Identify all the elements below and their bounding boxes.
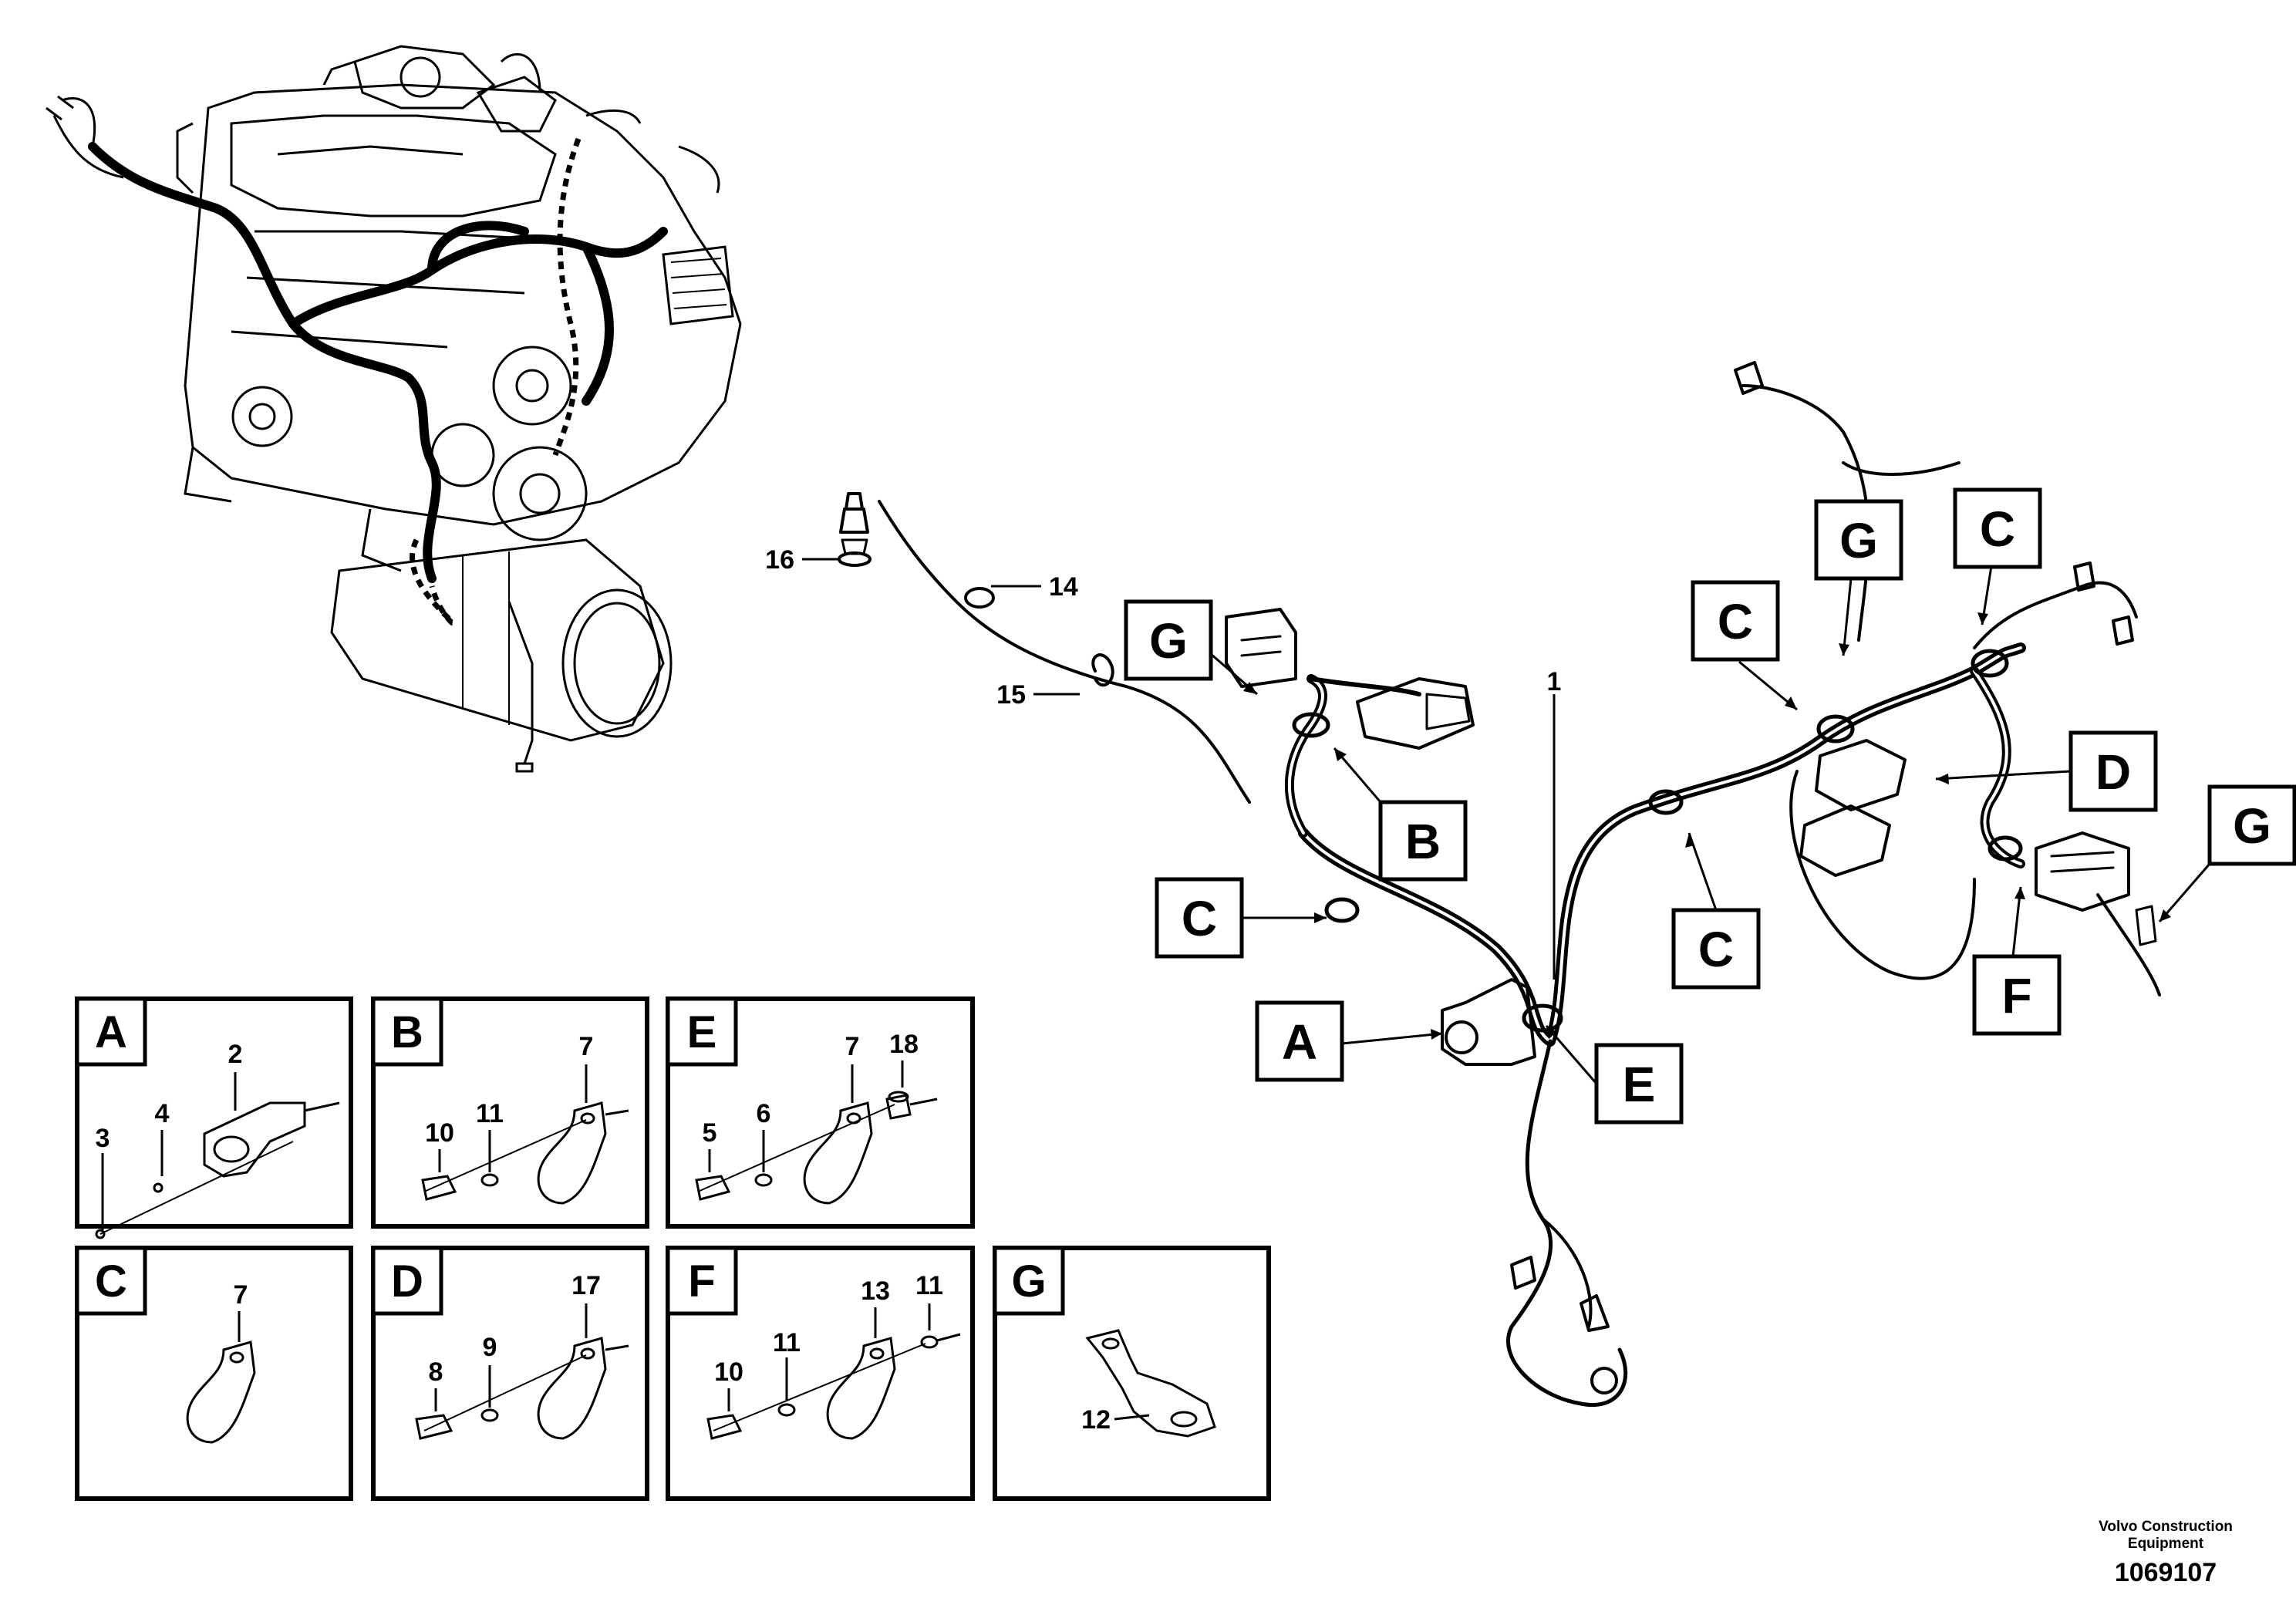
engine-illustration: [176, 45, 742, 773]
svg-text:G: G: [2233, 798, 2271, 854]
callout-C-mid-bottom: C: [1671, 908, 1761, 990]
svg-text:10: 10: [425, 1118, 454, 1148]
svg-text:C: C: [1718, 594, 1753, 649]
svg-text:G: G: [1149, 613, 1188, 669]
svg-text:2: 2: [228, 1040, 243, 1069]
svg-text:6: 6: [757, 1099, 771, 1128]
callout-boxes: G B C A E C G C: [1124, 487, 2296, 1125]
svg-text:A: A: [95, 1007, 127, 1057]
detail-panel-A: A 2 3 4: [75, 996, 353, 1239]
svg-text:7: 7: [234, 1280, 248, 1310]
callout-B: B: [1378, 800, 1468, 882]
svg-text:17: 17: [571, 1271, 601, 1300]
svg-text:7: 7: [845, 1032, 860, 1061]
callout-G-top: G: [1814, 499, 1903, 581]
svg-text:A: A: [1282, 1014, 1317, 1070]
svg-text:F: F: [2001, 968, 2031, 1023]
svg-text:D: D: [2095, 744, 2131, 800]
svg-text:G: G: [1839, 513, 1878, 568]
detail-panel-E: E 7 18 5 6: [666, 996, 975, 1229]
svg-text:C: C: [1980, 501, 2015, 557]
part-number-14: 14: [1049, 572, 1078, 602]
part-number-15: 15: [996, 680, 1026, 710]
engine-harness-thin: [46, 53, 720, 194]
svg-text:13: 13: [861, 1276, 890, 1306]
svg-text:C: C: [1698, 922, 1734, 977]
part-number-1: 1: [1547, 667, 1562, 696]
svg-text:G: G: [1011, 1256, 1046, 1307]
svg-text:E: E: [687, 1007, 717, 1057]
svg-text:4: 4: [155, 1099, 170, 1128]
detail-panel-B: B 7 10 11: [371, 996, 649, 1229]
svg-text:8: 8: [429, 1357, 443, 1387]
svg-text:7: 7: [579, 1032, 594, 1061]
callout-A: A: [1255, 1000, 1344, 1082]
svg-text:12: 12: [1081, 1405, 1111, 1435]
svg-text:11: 11: [476, 1099, 504, 1128]
svg-text:3: 3: [96, 1124, 110, 1153]
svg-text:F: F: [688, 1256, 715, 1307]
svg-text:11: 11: [773, 1328, 801, 1357]
callout-arrowheads: [1243, 612, 2171, 1040]
callout-C-top-right: C: [1953, 487, 2042, 569]
engine-harness: [88, 142, 668, 583]
callout-C-left: C: [1155, 877, 1244, 959]
callout-G-right: G: [2207, 784, 2296, 866]
harness-assembly: [838, 361, 2161, 1407]
credit-company: Volvo Construction: [2099, 1519, 2233, 1535]
callout-leaders: [802, 551, 2211, 1084]
svg-text:C: C: [1182, 891, 1217, 946]
svg-text:E: E: [1623, 1057, 1656, 1112]
callout-F: F: [1972, 954, 2062, 1036]
svg-text:10: 10: [714, 1357, 743, 1387]
engine-harness-dashed: [410, 137, 582, 626]
callout-C-mid-top: C: [1691, 580, 1780, 662]
svg-text:B: B: [391, 1007, 423, 1057]
part-numbers-main: 16 14 15 1: [765, 545, 1561, 710]
svg-text:18: 18: [889, 1030, 919, 1059]
detail-panel-C: C 7: [75, 1246, 353, 1501]
svg-text:B: B: [1405, 814, 1441, 869]
detail-panel-D: D 17 9 8: [371, 1246, 649, 1501]
document-number: 1069107: [2115, 1558, 2217, 1587]
svg-text:D: D: [391, 1256, 423, 1307]
credit-company-line2: Equipment: [2128, 1536, 2204, 1552]
part-number-16: 16: [765, 545, 794, 575]
svg-text:5: 5: [703, 1118, 717, 1148]
callout-G-left: G: [1124, 599, 1213, 681]
svg-text:11: 11: [915, 1271, 943, 1300]
svg-text:C: C: [95, 1256, 127, 1307]
detail-panel-G: G 12: [993, 1246, 1271, 1501]
detail-panel-F: F 13 11 11 10: [666, 1246, 975, 1501]
credit-block: Volvo Construction Equipment 1069107: [2099, 1519, 2233, 1587]
callout-D: D: [2068, 730, 2158, 812]
svg-text:9: 9: [483, 1333, 497, 1362]
callout-E: E: [1594, 1043, 1684, 1125]
